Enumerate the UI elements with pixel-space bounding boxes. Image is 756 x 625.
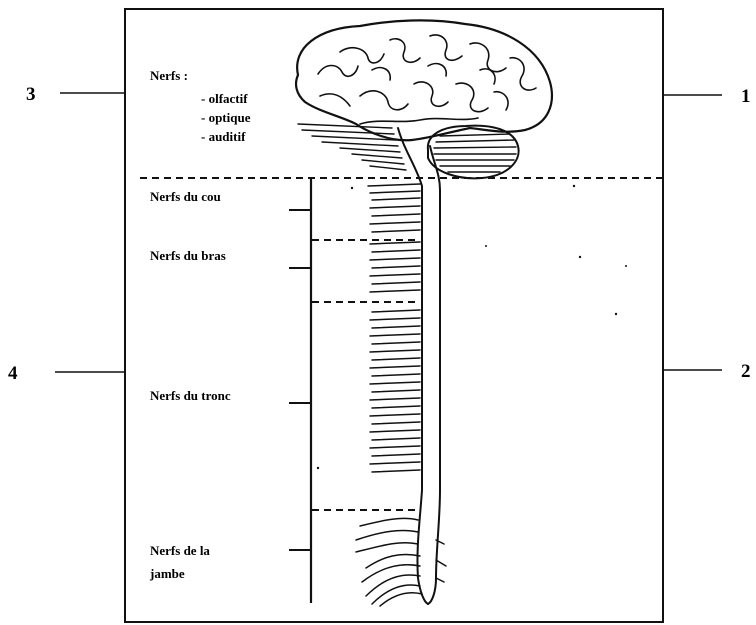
label-leg-nerves-line1: Nerfs de la — [150, 543, 210, 558]
label-neck-nerves: Nerfs du cou — [150, 189, 221, 204]
head-nerve-optic: - optique — [201, 110, 251, 125]
head-nerve-auditory: - auditif — [201, 129, 246, 144]
head-nerves-title: Nerfs : — [150, 68, 188, 83]
spinal-nerves-strokes — [356, 184, 446, 606]
scan-specks — [317, 185, 627, 469]
label-leg-nerves-line2: jambe — [149, 566, 185, 581]
callout-number-1: 1 — [741, 86, 751, 107]
cranial-nerves-strokes — [298, 124, 406, 170]
callout-number-4: 4 — [8, 363, 18, 384]
brain-drawing — [296, 20, 552, 140]
label-arm-nerves: Nerfs du bras — [150, 248, 226, 263]
callout-number-3: 3 — [26, 84, 36, 105]
label-trunk-nerves: Nerfs du tronc — [150, 388, 231, 403]
callout-number-2: 2 — [741, 361, 751, 382]
head-nerve-olfactory: - olfactif — [201, 91, 248, 106]
